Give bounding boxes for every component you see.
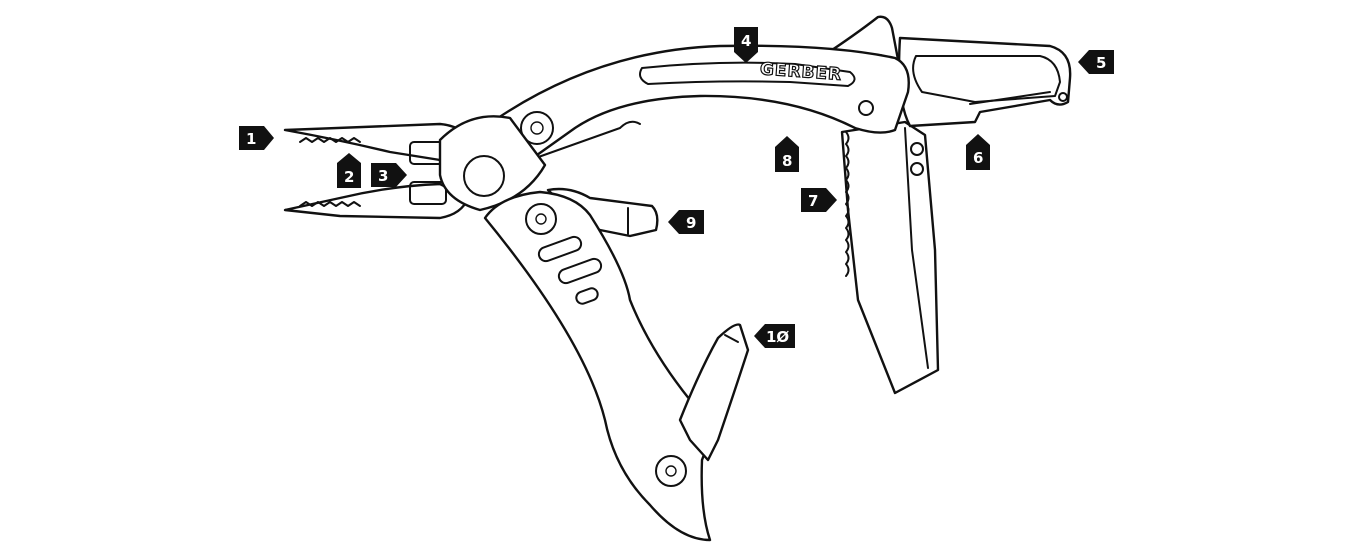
callout-6: 6: [966, 134, 990, 170]
callout-9: 9: [668, 210, 704, 234]
callout-8: 8: [775, 136, 799, 172]
callout-1-label: 1: [246, 130, 256, 148]
callout-7-label: 7: [808, 192, 818, 210]
top-handle: [496, 44, 910, 162]
knife-blade: [840, 120, 940, 395]
callout-10: 1Ø: [754, 324, 795, 348]
callout-3: 3: [371, 163, 407, 187]
callout-2: 2: [337, 153, 361, 188]
callout-8-label: 8: [782, 152, 792, 170]
callout-1: 1: [239, 126, 274, 150]
serrated-edge: [845, 131, 850, 277]
callout-4: 4: [734, 27, 758, 63]
callout-6-label: 6: [973, 149, 983, 167]
callout-3-label: 3: [378, 167, 388, 185]
lower-handle: [483, 190, 712, 542]
callout-7: 7: [801, 188, 837, 212]
pliers-head: [283, 115, 547, 220]
hook-tool: [678, 323, 750, 462]
callout-5: 5: [1078, 50, 1114, 74]
callout-4-label: 4: [741, 32, 751, 50]
callout-10-label: 1Ø: [766, 328, 789, 346]
callout-9-label: 9: [686, 214, 696, 232]
callout-5-label: 5: [1096, 54, 1106, 72]
carabiner-clip: [897, 36, 1072, 128]
callout-2-label: 2: [344, 168, 354, 186]
